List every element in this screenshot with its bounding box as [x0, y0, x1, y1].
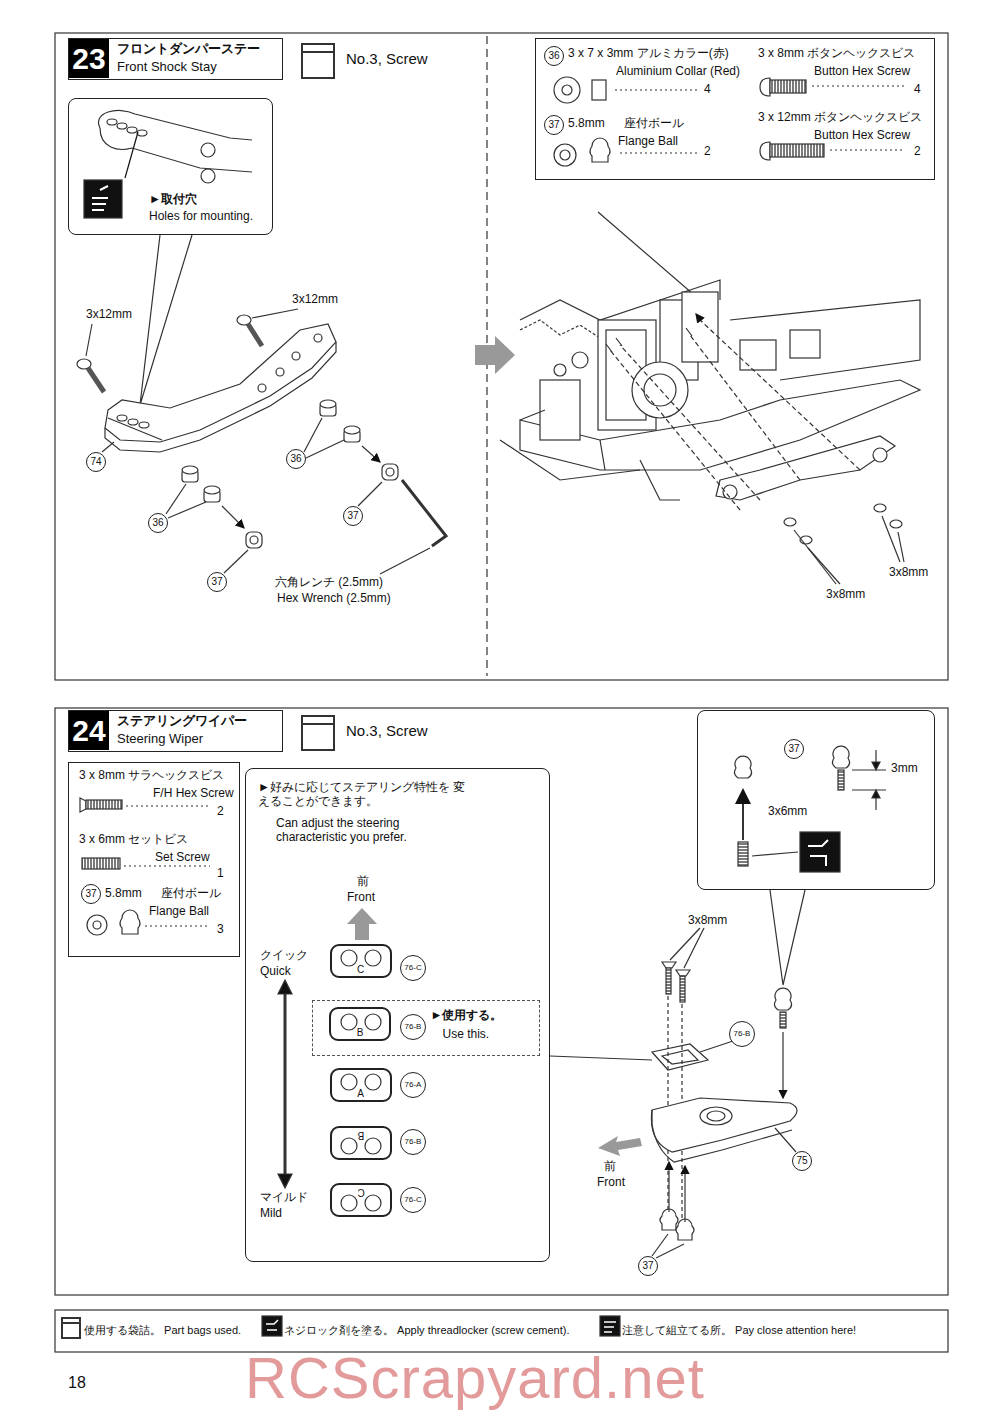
callout-number: 76-C — [400, 955, 426, 981]
part-label: 3x8mm — [889, 566, 928, 580]
legend-text: ネジロック剤を塗る。 Apply threadlocker (screw cem… — [284, 1324, 569, 1337]
callout-number: 37 — [207, 572, 227, 592]
node-text: 4 — [704, 83, 711, 97]
node-text: 2 — [704, 145, 711, 159]
node-text: 3 x 12mm ボタンヘックスビス — [758, 111, 922, 125]
node-text: マイルド — [260, 1191, 308, 1205]
node-text: 3 — [217, 923, 224, 937]
part-bag: No.3, Screw — [298, 710, 448, 752]
node-text: 座付ボール — [161, 887, 221, 901]
node-text: ►好みに応じてステアリング特性を 変えることができます。 — [258, 781, 468, 809]
node-text: Can adjust the steering characteristic y… — [276, 817, 448, 845]
part-label: Front — [597, 1176, 625, 1190]
node-text: ►取付穴 — [149, 193, 197, 207]
node-text: 3 x 8mm サラヘックスビス — [79, 769, 224, 783]
callout-number: 37 — [81, 884, 101, 904]
node-text: Set Screw — [155, 851, 210, 865]
node-text: B — [331, 1027, 389, 1039]
node-text: フロントダンパーステー — [117, 42, 260, 57]
step-number: 24 — [69, 711, 109, 750]
node-text: 前 — [357, 875, 369, 889]
node-text: A — [332, 1088, 390, 1100]
part-label: 3x12mm — [292, 293, 338, 307]
part-label: 前 — [604, 1160, 616, 1174]
node-text: Holes for mounting. — [149, 210, 253, 224]
node-text: ステアリングワイパー — [117, 714, 247, 729]
callout-number: 36 — [148, 513, 168, 533]
node-text: 3mm — [891, 762, 918, 776]
callout-number: 76-B — [400, 1129, 426, 1155]
watermark: RCScrapyard.net — [245, 1345, 705, 1412]
node-text: 4 — [914, 83, 921, 97]
callout-number: 37 — [638, 1256, 658, 1276]
callout-number: 76-C — [400, 1187, 426, 1213]
part-label: 3x8mm — [688, 914, 727, 928]
callout-number: 37 — [544, 115, 564, 135]
node-text: Use this. — [443, 1028, 490, 1042]
node-text: No.3, Screw — [346, 722, 428, 739]
part-label: Hex Wrench (2.5mm) — [277, 592, 391, 606]
parts-list: 36 3 x 7 x 3mm アルミカラー(赤) Aluminium Collar … — [535, 38, 935, 180]
node-text: C — [332, 1186, 390, 1198]
step-number: 23 — [69, 39, 109, 78]
wiper-plate: C — [330, 1183, 392, 1217]
node-text: Mild — [260, 1207, 282, 1221]
wiper-plate: C — [330, 944, 392, 978]
node-text: Quick — [260, 965, 291, 979]
step-header: 23 フロントダンパーステー Front Shock Stay — [68, 38, 283, 80]
note-box: ►好みに応じてステアリング特性を 変えることができます。 Can adjust t… — [245, 768, 550, 1262]
node-text: ►使用する。 — [431, 1009, 503, 1023]
callout-number: 76-B — [729, 1021, 755, 1047]
node-text: Button Hex Screw — [814, 65, 910, 79]
callout-number: 36 — [544, 46, 564, 66]
part-label: 18 — [68, 1374, 86, 1392]
node-text: 2 — [217, 805, 224, 819]
detail-inset: 37 3mm 3x6mm — [697, 710, 935, 890]
node-text: Flange Ball — [618, 135, 678, 149]
node-text: Button Hex Screw — [814, 129, 910, 143]
callout-number: 75 — [792, 1151, 812, 1171]
node-text: 2 — [914, 145, 921, 159]
callout-box: ►取付穴 Holes for mounting. — [68, 98, 273, 235]
node-text: B — [332, 1129, 390, 1141]
node-text: 5.8mm — [568, 117, 605, 131]
callout-number: 76-A — [400, 1072, 426, 1098]
node-text: 3 x 8mm ボタンヘックスビス — [758, 47, 915, 61]
node-text: 5.8mm — [105, 887, 142, 901]
callout-number: 76-B — [400, 1014, 426, 1040]
part-label: 六角レンチ (2.5mm) — [275, 576, 383, 590]
node-text: Steering Wiper — [117, 732, 203, 747]
node-text: C — [332, 964, 390, 976]
callout-number: 37 — [343, 506, 363, 526]
wiper-plate: B — [329, 1007, 391, 1041]
node-text: Aluminium Collar (Red) — [616, 65, 740, 79]
node-text: Front — [347, 891, 375, 905]
legend-text: 注意して組立てる所。 Pay close attention here! — [622, 1324, 856, 1337]
node-text: 1 — [217, 867, 224, 881]
callout-number: 37 — [784, 739, 804, 759]
callout-number: 36 — [286, 449, 306, 469]
node-text: No.3, Screw — [346, 50, 428, 67]
node-text: クイック — [260, 949, 308, 963]
node-text: 3 x 7 x 3mm アルミカラー(赤) — [568, 47, 729, 61]
node-text: Flange Ball — [149, 905, 209, 919]
node-text: 3x6mm — [768, 805, 807, 819]
part-bag: No.3, Screw — [298, 38, 448, 80]
node-text: F/H Hex Screw — [153, 787, 234, 801]
step-header: 24 ステアリングワイパー Steering Wiper — [68, 710, 283, 752]
legend-text: 使用する袋詰。 Part bags used. — [84, 1324, 241, 1337]
wiper-plate: B — [330, 1126, 392, 1160]
part-label: 3x12mm — [86, 308, 132, 322]
node-text: 3 x 6mm セットビス — [79, 833, 188, 847]
node-text: 座付ボール — [624, 117, 684, 131]
part-label: 3x8mm — [826, 588, 865, 602]
wiper-plate: A — [330, 1068, 392, 1102]
node-text: Front Shock Stay — [117, 60, 217, 75]
callout-number: 74 — [86, 452, 106, 472]
parts-list: 3 x 8mm サラヘックスビス F/H Hex Screw 2 3 x 6mm セッ… — [68, 762, 240, 957]
